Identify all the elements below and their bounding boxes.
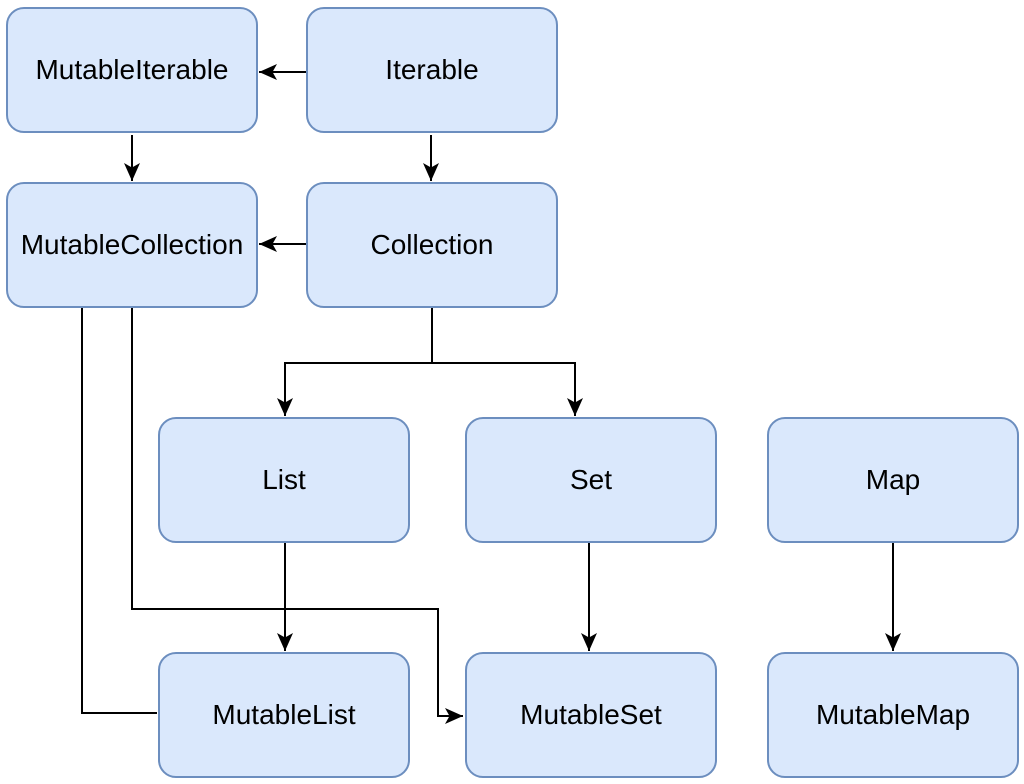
node-mutable-set: MutableSet <box>465 652 717 778</box>
edge-collection-to-list <box>277 308 433 416</box>
node-set-label: Set <box>569 464 613 495</box>
node-set: Set <box>465 417 717 543</box>
node-mutable-collection: MutableCollection <box>6 182 258 308</box>
node-mutable-iterable-label: MutableIterable <box>35 54 229 85</box>
node-iterable: Iterable <box>306 7 558 133</box>
node-map: Map <box>767 417 1019 543</box>
node-mutable-iterable: MutableIterable <box>6 7 258 133</box>
edge-mutable-collection-to-mutable-list <box>81 308 157 714</box>
node-mutable-list: MutableList <box>158 652 410 778</box>
node-collection: Collection <box>306 182 558 308</box>
node-list-label: List <box>262 464 306 495</box>
node-mutable-map-label: MutableMap <box>815 699 971 730</box>
edge-mutable-collection-to-mutable-set <box>131 308 463 724</box>
node-collection-label: Collection <box>370 229 494 260</box>
node-list: List <box>158 417 410 543</box>
node-mutable-list-label: MutableList <box>212 699 356 730</box>
node-mutable-set-label: MutableSet <box>520 699 662 730</box>
edge-collection-to-set <box>431 308 583 416</box>
node-mutable-map: MutableMap <box>767 652 1019 778</box>
node-map-label: Map <box>865 464 921 495</box>
node-iterable-label: Iterable <box>385 54 479 85</box>
node-mutable-collection-label: MutableCollection <box>20 229 244 260</box>
